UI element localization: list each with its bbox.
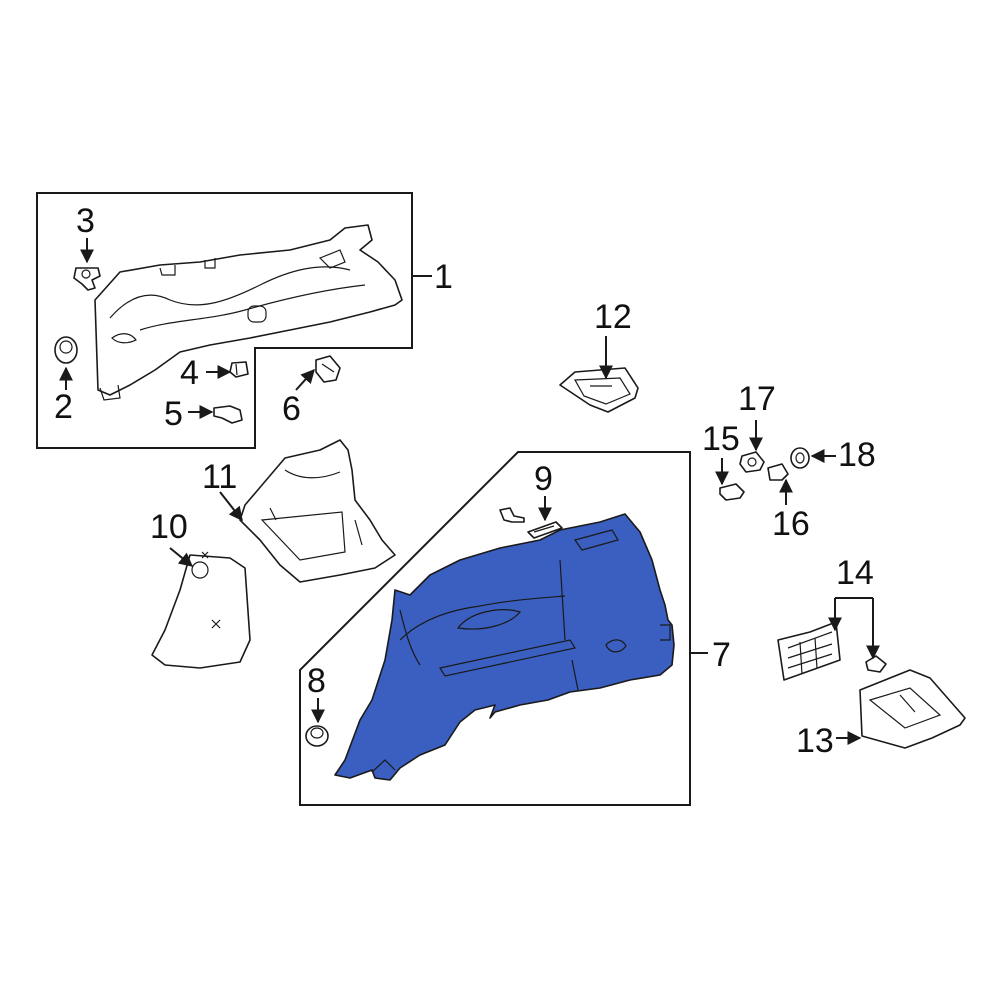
part-11-inner-bracket[interactable] <box>239 439 396 583</box>
callout-6: 6 <box>282 390 301 428</box>
part-4-clip[interactable] <box>229 361 249 378</box>
part-15-clip[interactable] <box>719 483 745 501</box>
part-13-tray[interactable] <box>859 669 966 749</box>
callout-13: 13 <box>796 722 834 760</box>
callout-4: 4 <box>180 354 199 392</box>
callout-1: 1 <box>434 258 453 296</box>
group-frame-1 <box>36 192 413 449</box>
part-18-washer[interactable] <box>790 447 810 469</box>
callout-8: 8 <box>307 662 326 700</box>
part-10-trim-cover[interactable] <box>151 551 251 669</box>
callout-12: 12 <box>594 298 632 336</box>
callout-2: 2 <box>54 388 73 426</box>
part-8-round-clip[interactable] <box>305 725 329 747</box>
part-2-round-fastener[interactable] <box>54 336 78 364</box>
callout-7: 7 <box>712 636 731 674</box>
callout-18: 18 <box>838 436 876 474</box>
callout-10: 10 <box>150 508 188 546</box>
callout-9: 9 <box>534 460 553 498</box>
callout-14: 14 <box>836 554 874 592</box>
part-3-push-clip[interactable] <box>73 267 101 291</box>
part-1-upper-quarter-trim[interactable] <box>94 224 403 401</box>
group-frame-7 <box>299 451 691 806</box>
part-14-bracket[interactable] <box>777 621 841 681</box>
part-14-clip[interactable] <box>865 655 887 673</box>
part-16-clip[interactable] <box>767 463 789 481</box>
part-5-clip[interactable] <box>213 405 243 424</box>
part-17-clip[interactable] <box>739 451 765 473</box>
part-7-shape[interactable] <box>334 513 675 781</box>
callout-labels: 1 2 3 4 5 6 7 8 9 10 11 12 13 14 15 16 1… <box>54 202 876 760</box>
part-7-quarter-trim-panel[interactable] <box>334 513 675 781</box>
part-6-clip[interactable] <box>315 355 341 383</box>
callout-5: 5 <box>164 395 183 433</box>
callout-16: 16 <box>772 505 810 543</box>
callout-3: 3 <box>76 202 95 240</box>
part-9-bolt-and-bezel[interactable] <box>499 507 563 539</box>
callout-17: 17 <box>738 380 776 418</box>
part-12-pad[interactable] <box>559 367 639 413</box>
leader-lines <box>59 238 880 745</box>
callout-11: 11 <box>202 458 237 496</box>
callout-15: 15 <box>702 420 740 458</box>
